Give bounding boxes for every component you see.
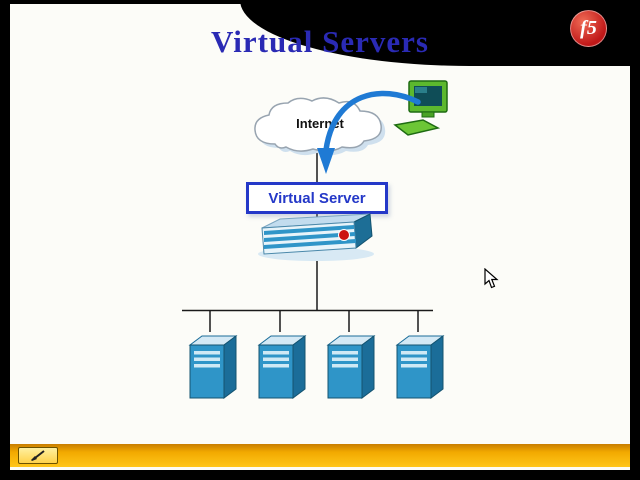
pen-icon — [31, 450, 45, 461]
cloud-icon — [254, 97, 386, 156]
mouse-cursor — [484, 268, 499, 289]
annotation-pen-button[interactable] — [18, 447, 58, 464]
server-icon — [257, 335, 307, 399]
internet-cloud: Internet — [246, 92, 394, 158]
f5-logo-text: f5 — [580, 17, 597, 39]
traffic-arrow-icon — [317, 90, 421, 174]
virtual-server-label: Virtual Server — [268, 189, 366, 207]
slide-title: Virtual Servers — [211, 24, 429, 59]
server-icon — [188, 335, 238, 399]
annotation-toolbar — [10, 444, 630, 467]
f5-logo: f5 — [570, 10, 607, 47]
server-icon — [395, 335, 445, 399]
server-icon — [326, 335, 376, 399]
bigip-appliance-icon — [258, 213, 374, 261]
f5-badge-icon — [338, 229, 350, 241]
